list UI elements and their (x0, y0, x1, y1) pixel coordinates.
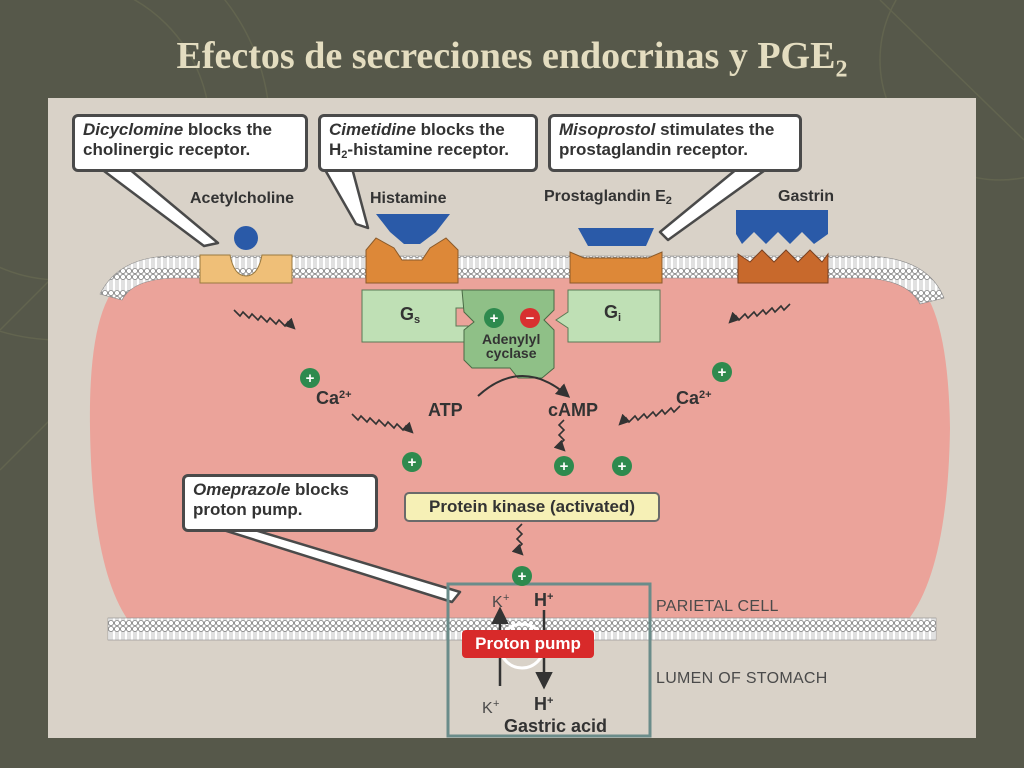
histamine-receptor (365, 237, 459, 284)
signal-gastrin-ca (728, 303, 791, 324)
diagram-graphics (89, 166, 950, 738)
misoprostol-callout: Misoprostol stimulates the prostaglandin… (548, 114, 802, 172)
signal-acetylcholine-ca (233, 309, 296, 330)
slide-title: Efectos de secreciones endocrinas y PGE2 (176, 35, 848, 83)
prostaglandin-ligand (578, 228, 654, 246)
ca-left-label: Ca2+ (316, 388, 352, 408)
h-top-label: H+ (534, 590, 554, 610)
acetylcholine-receptor (199, 254, 293, 284)
parietal-cell-body (89, 276, 950, 620)
acetylcholine-label: Acetylcholine (190, 190, 295, 207)
histamine-label: Histamine (370, 190, 447, 207)
signal-ca-pk-left (351, 413, 414, 434)
k-top-label: K+ (492, 592, 510, 611)
signal-camp-pk (553, 419, 566, 452)
protein-kinase-box: Protein kinase (activated) (404, 492, 660, 522)
k-bottom-label: K+ (482, 698, 500, 717)
parietal-cell-label: PARIETAL CELL (656, 598, 779, 615)
camp-label: cAMP (548, 400, 599, 420)
ca-right-label: Ca2+ (676, 388, 712, 408)
prostaglandin-receptor (569, 251, 663, 284)
gastrin-ligand (736, 210, 828, 244)
cimetidine-pointer (322, 166, 370, 230)
proton-pump-box: Proton pump (462, 630, 594, 658)
proton-pump-highlight-box (446, 582, 652, 738)
atp-camp-arrow (477, 375, 571, 398)
omeprazole-callout: Omeprazole blocks proton pump. (182, 474, 378, 532)
acetylcholine-ligand (234, 226, 258, 250)
gastrin-label: Gastrin (778, 188, 835, 205)
h-bottom-label: H+ (534, 694, 554, 714)
gi-label: Gi (604, 302, 622, 324)
gastric-acid-label: Gastric acid (504, 716, 608, 736)
prostaglandin-label: Prostaglandin E2 (544, 188, 672, 207)
atp-label: ATP (428, 400, 463, 420)
cimetidine-callout: Cimetidine blocks the H2-histamine recep… (318, 114, 538, 172)
gs-label: Gs (400, 304, 421, 326)
apical-membrane-top (99, 255, 945, 305)
lumen-label: LUMEN OF STOMACH (656, 670, 828, 687)
gastrin-receptor (737, 249, 829, 284)
gi-protein (555, 289, 661, 343)
diagram-panel: Dicyclomine blocks the cholinergic recep… (48, 98, 976, 738)
dicyclomine-callout: Dicyclomine blocks the cholinergic recep… (72, 114, 308, 172)
signal-pk-pump (511, 523, 524, 556)
histamine-ligand (376, 214, 450, 244)
signal-ca-pk-right (618, 405, 681, 426)
